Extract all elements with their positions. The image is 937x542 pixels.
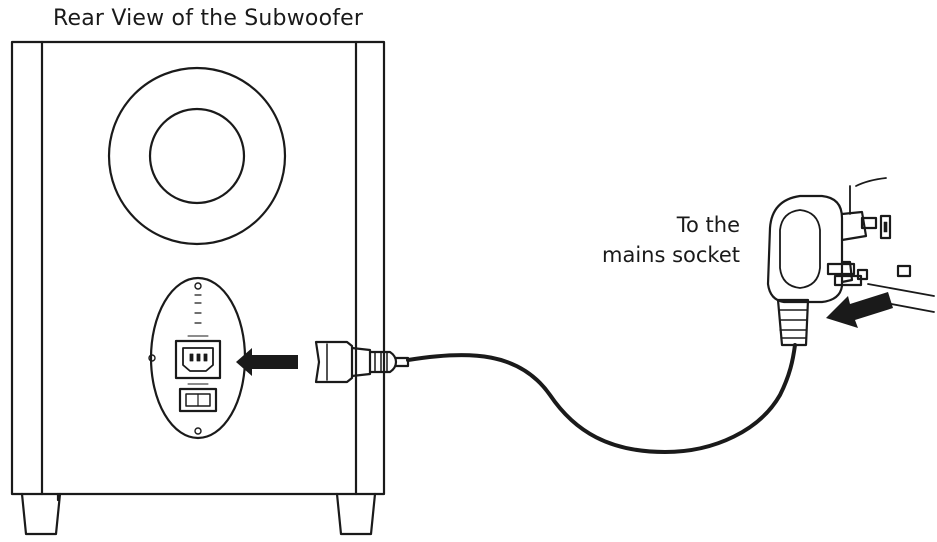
socket-arrow — [826, 292, 893, 328]
subwoofer-port — [107, 66, 287, 246]
diagram-title: Rear View of the Subwoofer — [53, 6, 364, 31]
wall-socket — [856, 214, 935, 313]
mains-socket-label-line2: mains socket — [602, 243, 740, 267]
mains-plug — [766, 177, 887, 347]
power-inlet — [174, 339, 222, 380]
power-switch — [178, 387, 218, 413]
subwoofer-cabinet — [10, 40, 386, 502]
mains-socket-label: To the mains socket — [580, 210, 740, 270]
iec-connector — [314, 340, 410, 384]
mains-socket-label-line1: To the — [676, 213, 740, 237]
subwoofer-feet — [20, 492, 377, 536]
insert-arrow — [236, 348, 298, 376]
power-cable — [406, 343, 797, 454]
